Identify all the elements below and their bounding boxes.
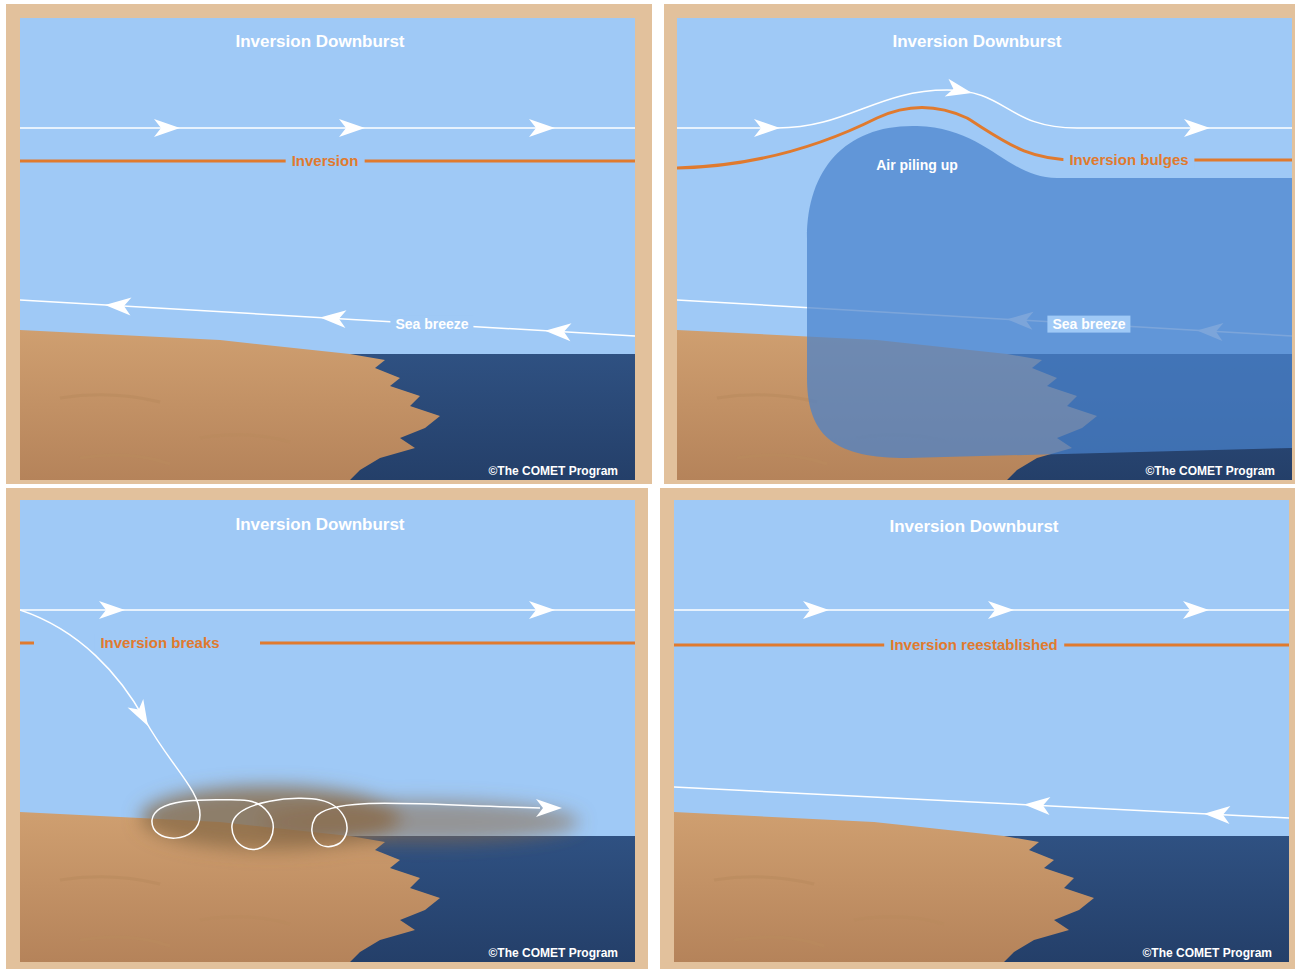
inversion-line bbox=[20, 642, 34, 645]
inversion-label: Inversion breaks bbox=[94, 634, 225, 652]
wind-arrowhead bbox=[99, 601, 125, 619]
wind-arrowhead bbox=[529, 119, 555, 137]
sea-breeze-arrowhead bbox=[1204, 805, 1231, 824]
wind-arrowhead bbox=[529, 601, 555, 619]
wind-arrowhead bbox=[803, 601, 829, 619]
copyright-notice: ©The COMET Program bbox=[488, 946, 618, 960]
air-mass-label: Air piling up bbox=[876, 157, 958, 174]
sea-breeze-arrowhead bbox=[544, 322, 571, 341]
sky-panel: Inversion DownburstAir piling up Inversio… bbox=[677, 18, 1292, 480]
downburst-path bbox=[20, 610, 540, 849]
copyright-notice: ©The COMET Program bbox=[488, 464, 618, 478]
inversion-line bbox=[260, 642, 635, 645]
wind-arrowhead bbox=[754, 119, 780, 137]
wind-arrowhead bbox=[945, 79, 974, 102]
wind-arrowhead bbox=[154, 119, 180, 137]
sea-breeze-label: Sea breeze bbox=[1047, 316, 1130, 333]
wind-arrowhead bbox=[988, 601, 1014, 619]
wind-arrowhead bbox=[339, 119, 365, 137]
inversion-line bbox=[677, 108, 1292, 169]
sky-panel: Inversion DownburstInversion reestablish… bbox=[674, 500, 1289, 962]
wind-arrowhead bbox=[1184, 119, 1210, 137]
copyright-notice: ©The COMET Program bbox=[1142, 946, 1272, 960]
inversion-label: Inversion bulges bbox=[1063, 151, 1194, 169]
upper-wind-line bbox=[677, 90, 1292, 128]
sea-breeze-label: Sea breeze bbox=[390, 316, 473, 333]
panel-title: Inversion Downburst bbox=[235, 32, 404, 52]
sea-breeze-arrowhead bbox=[1024, 796, 1051, 815]
sky-panel: Inversion DownburstInversion breaks ©The … bbox=[20, 500, 635, 962]
dust-cloud bbox=[140, 786, 580, 850]
sea-breeze-arrowhead bbox=[319, 309, 346, 328]
copyright-notice: ©The COMET Program bbox=[1145, 464, 1275, 478]
panel-title: Inversion Downburst bbox=[235, 515, 404, 535]
panel-illustration bbox=[20, 500, 635, 962]
wind-arrowhead bbox=[1183, 601, 1209, 619]
sky-panel: Inversion DownburstInversionSea breeze ©T… bbox=[20, 18, 635, 480]
panel-illustration bbox=[677, 18, 1292, 480]
piled-air-mass bbox=[807, 126, 1292, 458]
panel-title: Inversion Downburst bbox=[892, 32, 1061, 52]
downburst-arrowhead bbox=[536, 799, 562, 817]
panel-illustration bbox=[674, 500, 1289, 962]
panel-illustration bbox=[20, 18, 635, 480]
sea-breeze-arrowhead bbox=[104, 296, 131, 315]
panel-title: Inversion Downburst bbox=[889, 517, 1058, 537]
inversion-label: Inversion bbox=[286, 152, 365, 170]
downburst-arrowhead bbox=[128, 699, 156, 730]
coastline bbox=[674, 812, 1289, 962]
inversion-label: Inversion reestablished bbox=[884, 636, 1064, 654]
coastline bbox=[20, 330, 635, 480]
sea-breeze-line bbox=[674, 787, 1289, 818]
